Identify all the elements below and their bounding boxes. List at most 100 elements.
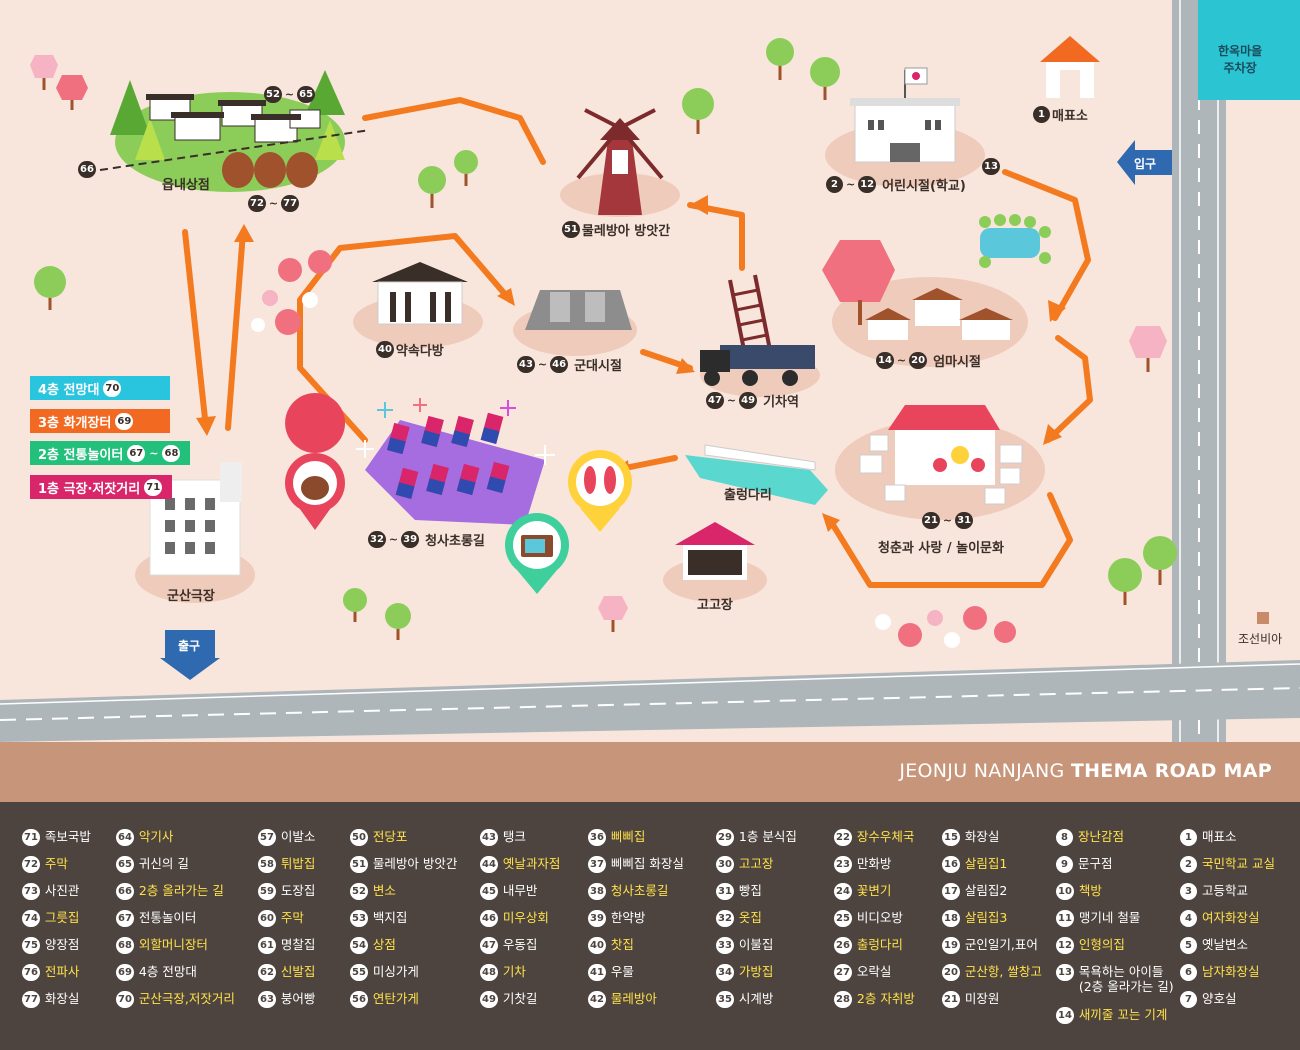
floor-3-ribbon[interactable]: 3층 화개장터 69: [30, 409, 170, 433]
legend-text: 군산항, 쌀창고: [964, 964, 1042, 979]
legend-num: 73: [22, 883, 40, 900]
place-num: 13: [982, 158, 1000, 175]
place-eupnae[interactable]: 읍내상점: [162, 178, 210, 193]
legend-num: 44: [480, 856, 498, 873]
title-light: JEONJU NANJANG: [899, 760, 1071, 782]
floor-label: 3층 화개장터: [38, 415, 112, 431]
place-mother[interactable]: 14~ 20 엄마시절: [876, 351, 981, 370]
legend-num: 49: [480, 991, 498, 1008]
place-num: 49: [739, 392, 758, 409]
legend-text: 우동집: [502, 937, 538, 952]
legend-text: 주막: [44, 856, 68, 871]
floor-label: 4층 전망대: [38, 382, 100, 398]
legend-text: 상점: [372, 937, 396, 952]
place-military[interactable]: 43~ 46 군대시절: [517, 355, 622, 374]
legend-text: 도장집: [280, 883, 316, 898]
legend-text: 화장실: [44, 991, 80, 1006]
place-name: 매표소: [1052, 109, 1088, 124]
legend-num: 72: [22, 856, 40, 873]
place-num: 65: [297, 86, 316, 103]
floor-num: 71: [144, 478, 163, 496]
place-eupnae-top[interactable]: 52~ 65: [264, 86, 316, 103]
floor-2-ribbon[interactable]: 2층 전통놀이터 67~ 68: [30, 441, 190, 465]
floor-num: 69: [115, 412, 134, 430]
legend-num: 69: [116, 964, 134, 981]
legend-num: 68: [116, 937, 134, 954]
place-num: 12: [858, 176, 877, 193]
parking-area: [1198, 0, 1300, 100]
legend-item: 74 그릇집: [22, 910, 79, 927]
legend-num: 29: [716, 829, 734, 846]
legend-num: 66: [116, 883, 134, 900]
legend-text: 그릇집: [44, 910, 80, 925]
place-eupnae-bottom[interactable]: 72~ 77: [248, 195, 300, 212]
legend-text: 주막: [280, 910, 304, 925]
military-icon: [525, 290, 632, 330]
legend-text: 고등학교: [1202, 883, 1249, 898]
place-name: 물레방아 방앗간: [581, 224, 671, 239]
legend-text: 변소: [372, 883, 396, 898]
legend-text: 청사초롱길: [610, 883, 669, 898]
legend-text: 미싱가게: [372, 964, 419, 979]
legend-num: 67: [116, 910, 134, 927]
legend-num: 63: [258, 991, 276, 1008]
place-youth[interactable]: 청춘과 사랑 / 놀이문화: [878, 541, 1004, 556]
legend-num: 42: [588, 991, 606, 1008]
place-school-extra[interactable]: 13: [982, 158, 1000, 175]
blossom-tree-icons: [30, 55, 1167, 632]
legend-num: 12: [1056, 937, 1074, 954]
legend-text: 화장실: [964, 829, 1000, 844]
legend-num: 65: [116, 856, 134, 873]
legend-text: 미장원: [964, 991, 1000, 1006]
legend-num: 74: [22, 910, 40, 927]
legend-text: 물레방아 방앗간: [372, 856, 458, 871]
place-ticket[interactable]: 1 매표소: [1033, 105, 1088, 124]
place-train[interactable]: 47~ 49 기차역: [706, 391, 799, 410]
legend-num: 39: [588, 910, 606, 927]
legend-num: 48: [480, 964, 498, 981]
place-windmill[interactable]: 51 물레방아 방앗간: [562, 220, 670, 239]
floor-4-ribbon[interactable]: 4층 전망대 70: [30, 376, 170, 400]
place-theater[interactable]: 군산극장: [167, 589, 215, 604]
legend-text: 1층 분식집: [738, 829, 797, 844]
legend-num: 11: [1056, 910, 1074, 927]
place-eupnae-side[interactable]: 66: [78, 161, 96, 178]
place-num: 72: [248, 195, 266, 212]
place-num: 31: [955, 512, 974, 529]
place-num: 39: [401, 531, 420, 548]
floor-1-ribbon[interactable]: 1층 극장·저잣거리 71: [30, 475, 172, 499]
place-gogojang[interactable]: 고고장: [697, 598, 733, 613]
legend-text: 미우상회: [502, 910, 549, 925]
jar-icons: [222, 152, 318, 188]
legend-text: 장난감점: [1078, 829, 1125, 844]
legend-text: 국민학교 교실: [1202, 856, 1275, 871]
place-cheongsa[interactable]: 32~ 39 청사초롱길: [368, 530, 485, 549]
place-bridge[interactable]: 출렁다리: [724, 488, 772, 503]
legend-text: 기찻길: [502, 991, 538, 1006]
place-youth-nums[interactable]: 21~ 31: [922, 512, 974, 529]
parking-label-line1: 한옥마을: [1218, 44, 1263, 58]
floor-label: 1층 극장·저잣거리: [38, 481, 141, 497]
legend-text: 귀신의 길: [138, 856, 189, 871]
horizontal-road: [0, 660, 1300, 742]
legend-num: 37: [588, 856, 606, 873]
place-teahouse[interactable]: 40 약속다방: [376, 340, 444, 359]
place-school[interactable]: 2~ 12 어린시절(학교): [826, 175, 966, 194]
